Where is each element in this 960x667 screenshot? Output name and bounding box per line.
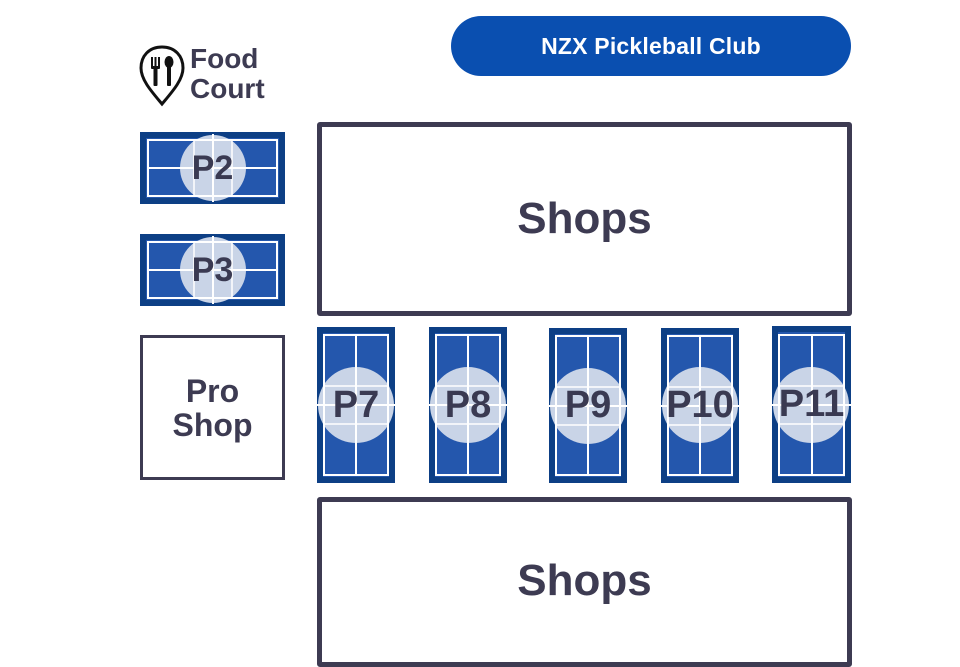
court-lines-icon <box>317 333 395 477</box>
court-p10[interactable]: P10 <box>661 328 739 483</box>
court-lines-icon <box>146 134 279 202</box>
food-court-label: Food Court <box>190 44 265 104</box>
court-p2[interactable]: P2 <box>140 132 285 204</box>
club-title: NZX Pickleball Club <box>541 32 761 59</box>
court-p7[interactable]: P7 <box>317 327 395 483</box>
fork-spoon-location-pin-icon <box>139 45 185 107</box>
court-lines-icon <box>549 334 627 477</box>
food-court-label-line1: Food <box>190 43 259 74</box>
court-label: P2 <box>191 148 234 187</box>
court-p11[interactable]: P11 <box>772 326 851 483</box>
court-label: P8 <box>444 383 492 426</box>
court-label: P3 <box>191 250 234 289</box>
court-p9[interactable]: P9 <box>549 328 627 483</box>
shops-block-top[interactable]: Shops <box>317 122 852 316</box>
food-court-label-line2: Court <box>190 73 265 104</box>
court-p3[interactable]: P3 <box>140 234 285 306</box>
pro-shop-label-line1: Pro <box>185 372 240 409</box>
court-label: P10 <box>666 384 734 426</box>
court-lines-icon <box>661 334 739 477</box>
court-lines-icon <box>772 332 851 477</box>
pro-shop-label-line2: Shop <box>172 406 253 443</box>
court-label: P9 <box>564 384 612 426</box>
food-court-marker[interactable]: Food Court <box>138 44 288 110</box>
shops-block-bottom[interactable]: Shops <box>317 497 852 667</box>
court-label: P11 <box>778 383 845 425</box>
club-title-banner: NZX Pickleball Club <box>451 16 851 76</box>
shops-bottom-label: Shops <box>517 556 652 605</box>
court-label: P7 <box>332 383 380 426</box>
shops-top-label: Shops <box>517 194 652 243</box>
court-p8[interactable]: P8 <box>429 327 507 483</box>
pro-shop-block[interactable]: Pro Shop <box>140 335 285 480</box>
court-lines-icon <box>146 236 279 304</box>
court-lines-icon <box>429 333 507 477</box>
